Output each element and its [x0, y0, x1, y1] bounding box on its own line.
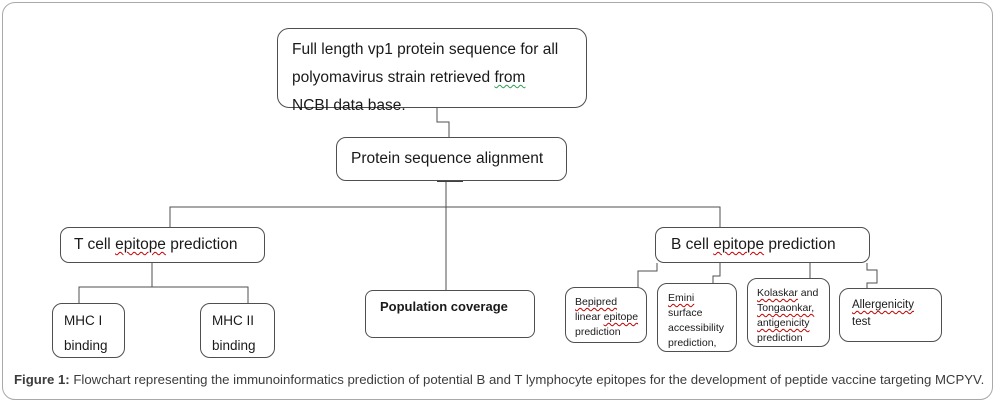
- emini-line2: surface: [668, 307, 703, 319]
- node-allergenicity-test: Allergenicity test: [839, 288, 942, 342]
- node-text-line: Bepipred: [575, 295, 646, 310]
- node-text-line: test: [852, 314, 941, 331]
- bepipred-line3: prediction: [575, 326, 621, 338]
- emini-line3: accessibility: [668, 322, 725, 334]
- node-emini-prediction: Emini surface accessibility prediction,: [657, 283, 737, 352]
- figure-caption: Figure 1: Flowchart representing the imm…: [14, 372, 989, 387]
- node-text-line: polyomavirus strain retrieved from: [292, 64, 572, 92]
- population-label: Population coverage: [380, 299, 508, 314]
- emini-line4: prediction,: [668, 337, 717, 349]
- node-bcell-epitope-prediction: B cell epitope prediction: [655, 227, 870, 263]
- node-vp1-source: Full length vp1 protein sequence for all…: [277, 28, 587, 114]
- node-population-coverage: Population coverage: [365, 290, 535, 338]
- mhc2-line2: binding: [212, 338, 256, 353]
- bepipred-line2: linear: [575, 311, 601, 323]
- node-text-line: surface: [668, 306, 736, 321]
- node-mhc2-binding: MHC II binding: [200, 303, 275, 358]
- tcell-post: prediction: [170, 236, 238, 253]
- node-text-line: prediction: [575, 325, 646, 340]
- node-text-line: Kolaskar and: [757, 286, 829, 301]
- bcell-label: B cell epitope prediction: [671, 236, 836, 254]
- node-text-line: prediction,: [668, 336, 736, 351]
- node-text-line: Tongaonkar,: [757, 301, 829, 316]
- mhc2-line1: MHC II: [212, 313, 254, 328]
- node-text-line: Emini: [668, 291, 736, 306]
- kolaskar-misspelled-word: Kolaskar: [757, 287, 798, 299]
- allergenicity-misspelled-word: Allergenicity: [852, 299, 914, 311]
- bcell-pre: B cell: [671, 236, 709, 253]
- tcell-pre: T cell: [74, 236, 111, 253]
- node-text-line: binding: [212, 333, 274, 358]
- antigenicity-misspelled-word: antigenicity: [757, 317, 810, 329]
- node-text-line: linear epitope: [575, 310, 646, 325]
- source-line2: polyomavirus strain retrieved: [292, 69, 491, 86]
- node-text-line: binding: [64, 333, 124, 358]
- kolaskar-line1-and: and: [800, 287, 819, 299]
- emini-misspelled-word: Emini: [668, 292, 695, 304]
- tcell-misspelled-word: epitope: [115, 236, 166, 253]
- figure-caption-label: Figure 1:: [14, 372, 70, 387]
- figure-caption-text: Flowchart representing the immunoinforma…: [73, 372, 985, 387]
- tcell-label: T cell epitope prediction: [74, 236, 237, 254]
- node-kolaskar-tongaonkar-prediction: Kolaskar and Tongaonkar, antigenicity pr…: [747, 278, 830, 347]
- node-tcell-epitope-prediction: T cell epitope prediction: [60, 227, 265, 263]
- source-grammar-word: from: [494, 69, 526, 86]
- allergenicity-line2: test: [852, 316, 871, 328]
- bcell-post: prediction: [768, 236, 836, 253]
- node-text-line: Allergenicity: [852, 297, 941, 314]
- mhc1-line1: MHC I: [64, 313, 103, 328]
- node-text-line: antigenicity: [757, 316, 829, 331]
- node-text-line: MHC I: [64, 308, 124, 333]
- mhc1-line2: binding: [64, 338, 108, 353]
- node-bepipred-prediction: Bepipred linear epitope prediction: [565, 287, 647, 343]
- node-text-line: Full length vp1 protein sequence for all: [292, 36, 572, 64]
- node-protein-sequence-alignment: Protein sequence alignment: [336, 137, 567, 181]
- node-text-line: prediction: [757, 331, 829, 346]
- source-line1: Full length vp1 protein sequence for all: [292, 41, 559, 58]
- node-text-line: NCBI data base.: [292, 92, 572, 120]
- bcell-misspelled-word: epitope: [713, 236, 765, 253]
- bepipred-misspelled-word: Bepipred: [575, 296, 618, 308]
- source-line3: NCBI data base.: [292, 97, 406, 114]
- kolaskar-line4: prediction: [757, 332, 803, 344]
- node-text-line: accessibility: [668, 321, 736, 336]
- bepipred-misspelled-word2: epitope: [603, 311, 639, 323]
- alignment-label: Protein sequence alignment: [351, 150, 544, 167]
- node-text-line: MHC II: [212, 308, 274, 333]
- tongaonkar-misspelled-word: Tongaonkar,: [757, 302, 815, 314]
- node-mhc1-binding: MHC I binding: [52, 303, 125, 358]
